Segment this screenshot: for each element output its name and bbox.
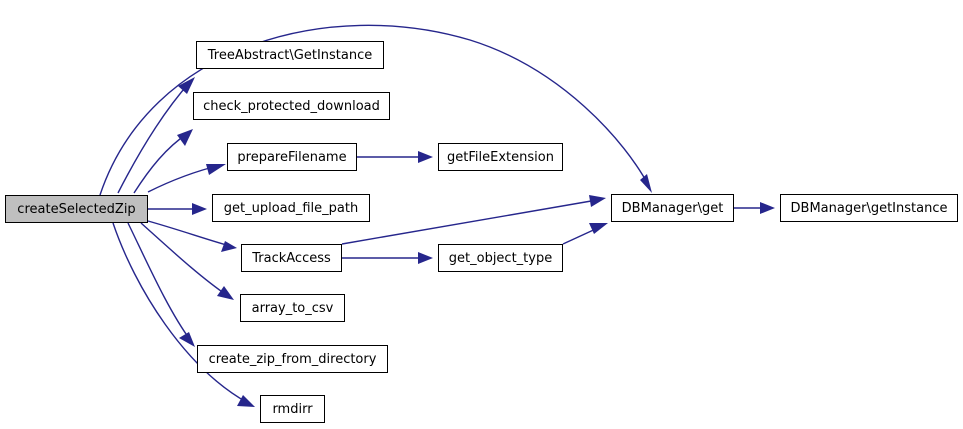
node-check_protected_download[interactable]: check_protected_download [193,92,390,120]
node-label: prepareFilename [237,149,347,165]
node-get_upload_file_path[interactable]: get_upload_file_path [212,194,370,222]
arrowhead-icon [237,395,255,407]
node-label: rmdirr [272,401,313,417]
node-rmdirr[interactable]: rmdirr [260,395,325,423]
node-create_zip_from_directory[interactable]: create_zip_from_directory [197,345,388,373]
node-array_to_csv[interactable]: array_to_csv [240,294,345,322]
call-edge-createSelectedZip-to-get_upload_file_path [148,203,207,215]
arrowhead-icon [418,252,433,264]
call-edge-TrackAccess-to-DBManagerget [341,195,606,245]
call-edge-createSelectedZip-to-prepareFilename [147,164,226,193]
node-label: TrackAccess [252,250,331,266]
call-edge-TrackAccess-to-get_object_type [342,252,433,264]
node-label: getFileExtension [447,149,554,165]
call-edge-createSelectedZip-to-DBManagerget [99,24,652,196]
arrowhead-icon [178,77,195,94]
node-label: array_to_csv [251,300,334,316]
node-DBManagerget[interactable]: DBManager\get [611,194,734,222]
node-TreeAbstractGetInstance[interactable]: TreeAbstract\GetInstance [196,41,384,69]
arrowhead-icon [206,164,226,175]
node-label: DBManager\getInstance [790,200,948,216]
node-createSelectedZip[interactable]: createSelectedZip [5,195,148,223]
node-prepareFilename[interactable]: prepareFilename [227,143,357,171]
arrowhead-icon [217,286,234,300]
arrowhead-icon [760,202,775,214]
arrowhead-icon [179,332,195,347]
node-label: get_object_type [448,250,553,266]
arrowhead-icon [589,223,608,234]
node-label: check_protected_download [203,98,380,114]
node-label: DBManager\get [621,200,724,216]
call-edge-DBManagerget-to-DBManagergetInstance [734,202,775,214]
call-edge-prepareFilename-to-getFileExtension [357,151,433,163]
node-getFileExtension[interactable]: getFileExtension [438,143,563,171]
node-label: TreeAbstract\GetInstance [207,47,373,63]
arrowhead-icon [640,174,652,193]
call-edge-createSelectedZip-to-array_to_csv [140,222,234,300]
arrowhead-icon [177,129,193,146]
call-edge-createSelectedZip-to-rmdirr [112,222,255,407]
call-edge-get_object_type-to-DBManagerget [562,223,608,245]
arrowhead-icon [418,151,433,163]
arrowhead-icon [192,203,207,215]
call-edge-createSelectedZip-to-create_zip_from_directory [127,222,195,347]
arrowhead-icon [221,241,237,252]
node-label: get_upload_file_path [223,200,359,216]
node-TrackAccess[interactable]: TrackAccess [241,244,342,272]
call-edge-createSelectedZip-to-check_protected_download [133,129,193,194]
node-label: create_zip_from_directory [208,351,377,367]
node-label: createSelectedZip [17,201,136,217]
node-DBManagergetInstance[interactable]: DBManager\getInstance [780,194,958,222]
call-edge-createSelectedZip-to-TreeAbstractGetInstance [117,77,195,194]
node-get_object_type[interactable]: get_object_type [438,244,563,272]
call-edge-createSelectedZip-to-TrackAccess [147,220,237,252]
arrowhead-icon [589,195,606,207]
